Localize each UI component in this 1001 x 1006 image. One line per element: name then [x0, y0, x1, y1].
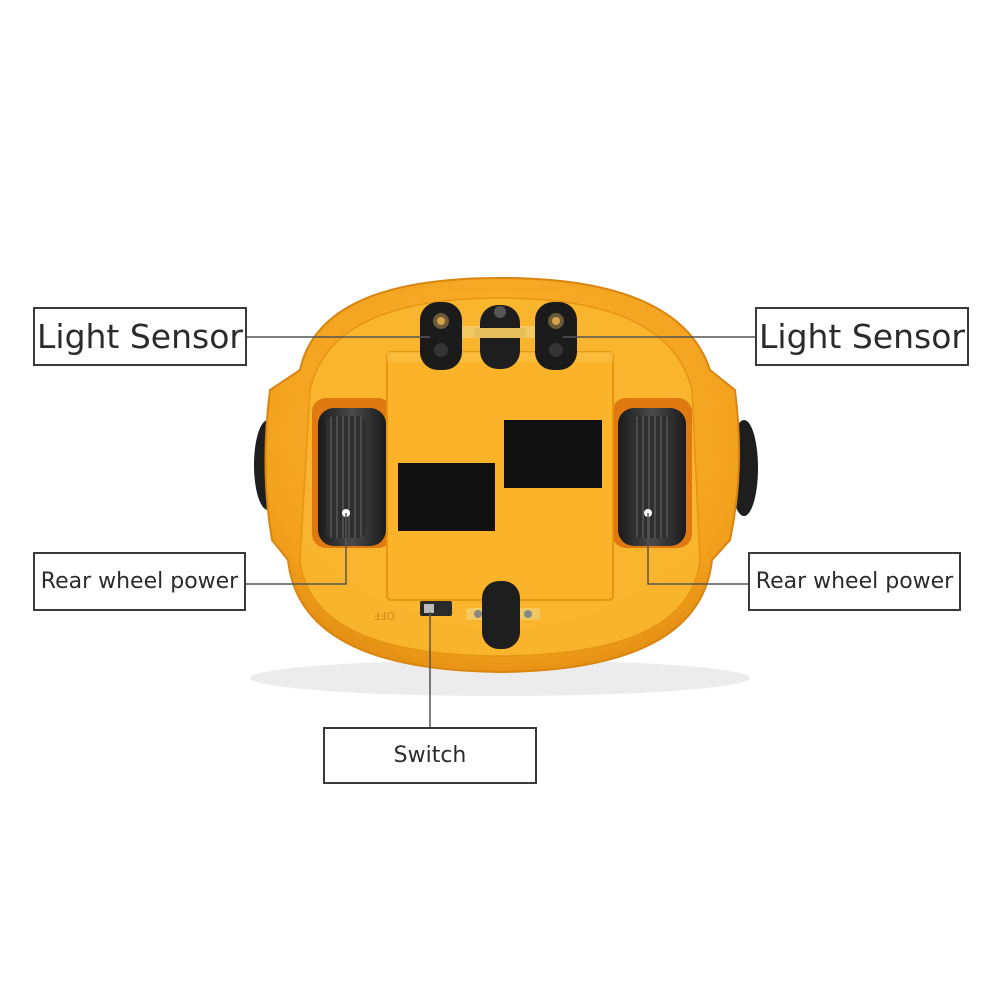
switch-label: Switch [323, 727, 537, 784]
robot-shadow [250, 660, 750, 696]
left-drive-wheel [318, 408, 386, 546]
front-caster-wheel [474, 305, 526, 369]
right-drive-wheel [618, 408, 686, 546]
rear-caster-wheel [466, 581, 540, 649]
rear-wheel-power-right-label: Rear wheel power [748, 552, 961, 611]
black-pad-left [398, 463, 495, 531]
switch-off-marking: OFF [374, 609, 395, 622]
rear-wheel-power-left-label: Rear wheel power [33, 552, 246, 611]
leader-lines [246, 336, 755, 727]
light-sensor-left [420, 302, 462, 370]
light-sensor-right-label: Light Sensor [755, 307, 969, 366]
light-sensor-right [535, 302, 577, 370]
leader-line-rear-wheel-left [246, 513, 347, 585]
black-pad-right [504, 420, 602, 488]
light-sensor-left-label: Light Sensor [33, 307, 247, 366]
leader-line-rear-wheel-right [647, 513, 748, 585]
power-switch[interactable] [420, 601, 452, 616]
